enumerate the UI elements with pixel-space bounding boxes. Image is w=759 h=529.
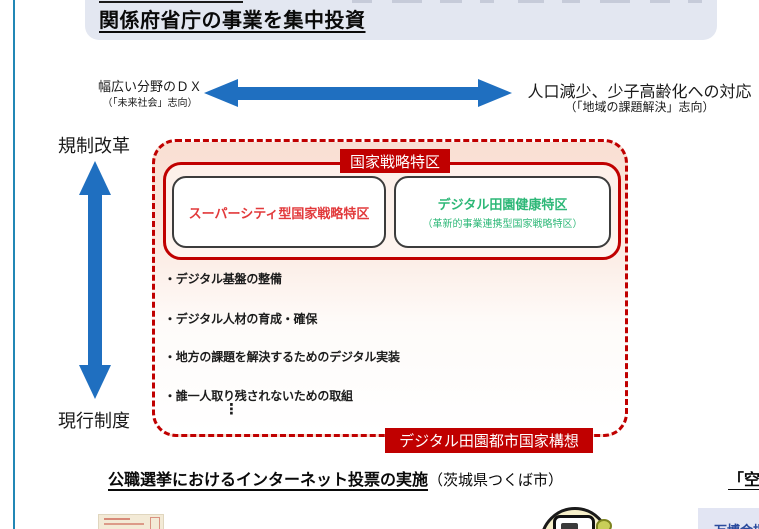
expo-venue-label: 万博会場 [714, 520, 759, 529]
arrow-head-up-icon [79, 161, 111, 195]
bullet-item: ・誰一人取り残されないための取組 [164, 389, 353, 403]
case-title: 公職選挙におけるインターネット投票の実施 [108, 472, 429, 489]
clipped-text-fragment [440, 0, 462, 3]
ballot-text-line [104, 518, 130, 520]
health-zone-box-sublabel: （革新的事業連携型国家戦略特区） [422, 219, 583, 230]
ballot-stamp-box [150, 517, 160, 529]
nsz-label: 国家戦略特区 [340, 149, 450, 173]
supercity-box-label: スーパーシティ型国家戦略特区 [188, 205, 370, 221]
horizontal-double-arrow [236, 87, 480, 100]
bullet-item: ・地方の課題を解決するためのデジタル実装 [164, 350, 400, 364]
ballot-text-line [104, 523, 144, 525]
supercity-box: スーパーシティ型国家戦略特区 [172, 176, 386, 248]
clipped-text-fragment [352, 0, 372, 3]
health-zone-box-label: デジタル田園健康特区 [437, 197, 568, 212]
clipped-text-fragment [688, 0, 702, 3]
health-zone-box: デジタル田園健康特区 （革新的事業連携型国家戦略特区） [394, 176, 611, 248]
vertical-double-arrow [88, 194, 102, 366]
clipped-text-fragment [392, 0, 422, 3]
clipped-text-fragment [650, 0, 670, 3]
arrow-head-left-icon [204, 79, 238, 107]
axis-sublabel-dx: （「未来社会」志向） [102, 98, 198, 109]
leaf-icon [596, 519, 612, 529]
axis-label-aging: 人口減少、少子高齢化への対応 [527, 84, 752, 101]
arrow-head-down-icon [79, 365, 111, 399]
clipped-text-fragment [600, 0, 630, 3]
bullet-item: ・デジタル基盤の整備 [164, 272, 282, 286]
axis-sublabel-aging: （「地域の課題解決」志向） [564, 100, 715, 114]
vertical-ellipsis: ⋮ [224, 401, 239, 418]
clipped-right-heading: 「空 [728, 472, 759, 489]
clipped-underline [99, 1, 243, 3]
ballot-image [98, 514, 164, 529]
case-heading: 公職選挙におけるインターネット投票の実施（茨城県つくば市） [108, 466, 563, 490]
axis-label-regulatory-reform: 規制改革 [58, 136, 130, 156]
expo-venue-box: 万博会場 [698, 508, 759, 529]
bullet-item: ・デジタル人材の育成・確保 [164, 312, 318, 326]
clipped-text-fragment [562, 0, 580, 3]
header-title: 関係府省庁の事業を集中投資 [99, 10, 366, 32]
case-location: （茨城県つくば市） [428, 472, 564, 489]
header-box [85, 0, 717, 40]
clipped-text-fragment [518, 0, 544, 3]
clipped-text-fragment [480, 0, 494, 3]
axis-label-current-system: 現行制度 [58, 411, 130, 431]
axis-label-dx: 幅広い分野のＤＸ [97, 79, 202, 94]
arrow-head-right-icon [478, 79, 512, 107]
garden-city-label: デジタル田園都市国家構想 [385, 428, 593, 453]
slide-border-line [13, 0, 15, 529]
smartphone-screen [561, 523, 578, 529]
